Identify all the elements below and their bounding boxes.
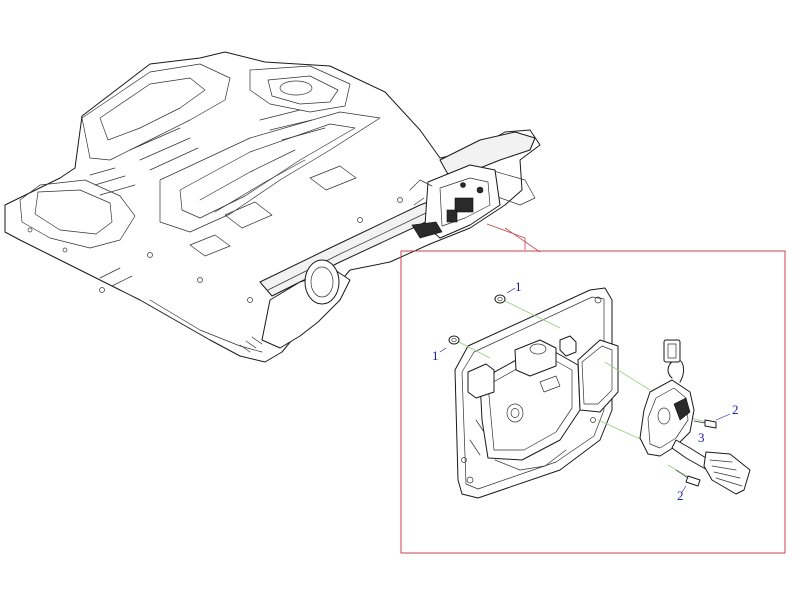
bolt-lower xyxy=(675,469,701,487)
callout-2-upper: 2 xyxy=(732,402,739,417)
callout-1-lower: 1 xyxy=(432,348,439,363)
bolt-upper xyxy=(693,419,717,429)
callout-3: 3 xyxy=(698,430,705,445)
mounted-pedal-cluster xyxy=(409,164,501,239)
nut-upper xyxy=(494,294,506,304)
accelerator-pedal-assembly xyxy=(639,339,751,495)
callout-2-lower: 2 xyxy=(677,488,684,503)
vehicle-floor-frame xyxy=(4,51,541,363)
callout-leaders xyxy=(439,287,731,493)
nut-lower xyxy=(448,335,460,345)
detail-frame xyxy=(400,250,786,554)
callout-1-upper: 1 xyxy=(515,279,522,294)
detail-leader xyxy=(486,223,541,253)
pedal-mounting-bracket xyxy=(454,287,619,499)
